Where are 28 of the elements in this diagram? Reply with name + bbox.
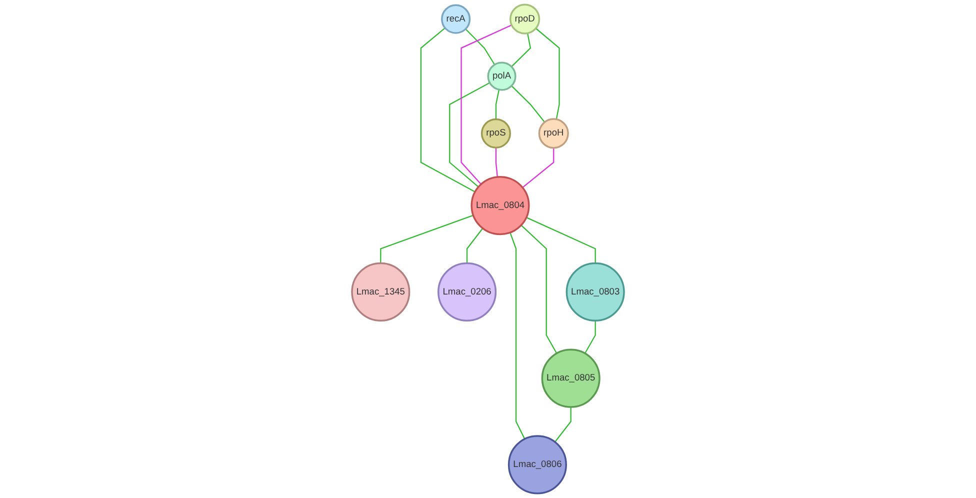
connector bbox=[420, 28, 476, 192]
connector bbox=[466, 228, 484, 264]
connector bbox=[520, 224, 558, 354]
connector bbox=[495, 148, 498, 178]
connector bbox=[495, 90, 500, 120]
node-circle: Lmac_0803 bbox=[566, 262, 625, 322]
node-circle: rpoS bbox=[480, 118, 512, 148]
node-circle: Lmac_0804 bbox=[470, 176, 530, 236]
connector bbox=[511, 33, 532, 68]
connector bbox=[554, 406, 572, 442]
node-circle: polA bbox=[487, 62, 516, 91]
connector bbox=[465, 28, 496, 65]
node-circle: Lmac_0805 bbox=[541, 348, 600, 408]
connector bbox=[584, 320, 596, 354]
connector bbox=[511, 85, 546, 122]
node-circle: rpoH bbox=[538, 118, 569, 149]
connector bbox=[522, 148, 554, 188]
node-circle: rpoD bbox=[509, 4, 540, 34]
connector bbox=[526, 216, 596, 264]
node-circle: recA bbox=[441, 4, 471, 34]
connector bbox=[510, 232, 526, 440]
connector bbox=[449, 82, 490, 188]
connector bbox=[460, 24, 512, 185]
node-circle: Lmac_1345 bbox=[351, 262, 410, 322]
node-circle: Lmac_0806 bbox=[508, 435, 567, 494]
node-circle: Lmac_0206 bbox=[438, 262, 497, 322]
connector bbox=[535, 28, 560, 120]
connector bbox=[380, 214, 474, 264]
